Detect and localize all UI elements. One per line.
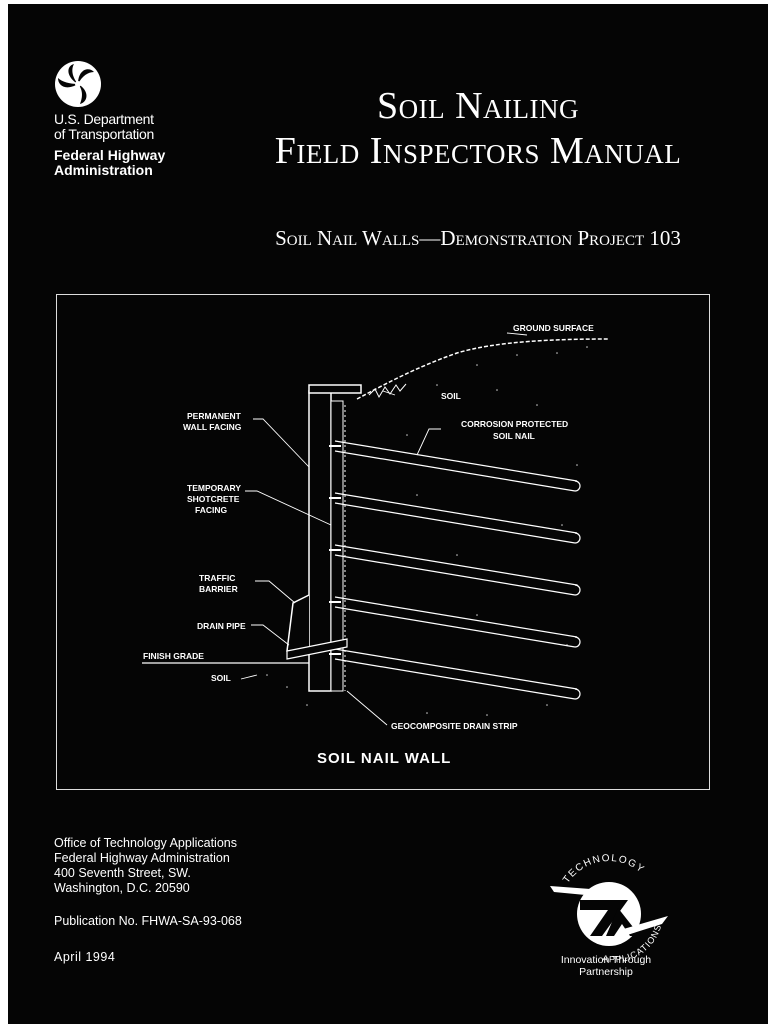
label-temporary-2: SHOTCRETE [187,494,240,504]
ta-letter-t [580,900,628,936]
label-ground-surface: GROUND SURFACE [513,323,594,333]
ta-tagline: Innovation Through Partnership [536,954,676,978]
label-soil-bottom: SOIL [211,673,231,683]
soil-nails [329,440,581,700]
office-line3: 400 Seventh Street, SW. [54,866,191,880]
soil-nail-wall-diagram: GROUND SURFACE SOIL CORROSION PROTECTED … [56,294,710,790]
soil-nail [329,596,581,648]
office-address: Office of Technology Applications Federa… [54,836,237,896]
ta-swoosh-left [550,886,604,896]
agency-line1: U.S. Department [54,111,154,127]
leader-lines [240,332,528,726]
ta-arc-top: TECHNOLOGY [561,853,647,886]
label-permanent-2: WALL FACING [183,422,242,432]
soil-nail [329,648,581,700]
publication-date: April 1994 [54,950,116,964]
page-title: Soil Nailing Field Inspectors Manual [218,84,738,174]
soil-stipple [266,346,588,716]
ground-rubble [368,383,407,399]
title-line2: Field Inspectors Manual [274,130,682,172]
dot-tri-swirl-icon [55,61,101,107]
agency-line4: Administration [54,162,153,178]
ground-surface-line [356,338,610,400]
office-line2: Federal Highway Administration [54,851,230,865]
technology-applications-logo: TECHNOLOGY APPLICATIONS [550,853,668,964]
page-subtitle: Soil Nail Walls—Demonstration Project 10… [275,226,681,250]
label-temporary-1: TEMPORARY [187,483,241,493]
office-line4: Washington, D.C. 20590 [54,881,190,895]
label-temporary-3: FACING [195,505,228,515]
office-line1: Office of Technology Applications [54,836,237,850]
label-permanent-1: PERMANENT [187,411,242,421]
label-drain-pipe: DRAIN PIPE [197,621,246,631]
soil-nail [329,440,581,492]
diagram-svg: GROUND SURFACE SOIL CORROSION PROTECTED … [142,323,610,767]
label-soil-top: SOIL [441,391,461,401]
agency-block: U.S. Department of Transportation Federa… [54,112,204,178]
publication-number: Publication No. FHWA-SA-93-068 [54,914,242,928]
label-traffic-2: BARRIER [199,584,238,594]
traffic-barrier [286,594,310,652]
agency-line2: of Transportation [54,126,154,142]
label-geocomposite: GEOCOMPOSITE DRAIN STRIP [391,721,518,731]
cover-page: U.S. Department of Transportation Federa… [8,4,768,1024]
label-corrosion-2: SOIL NAIL [493,431,535,441]
label-traffic-1: TRAFFIC [199,573,235,583]
label-corrosion-1: CORROSION PROTECTED [461,419,568,429]
label-finish-grade: FINISH GRADE [143,651,204,661]
drain-pipe [286,638,348,660]
title-line1: Soil Nailing [376,85,580,127]
wall-coping [308,384,362,394]
soil-nail [329,544,581,596]
tagline-line1: Innovation Through [560,954,652,966]
tagline-line2: Partnership [579,966,633,978]
diagram-caption: SOIL NAIL WALL [317,750,451,767]
ta-swoosh-right [620,916,668,936]
agency-line3: Federal Highway [54,147,166,163]
soil-nail [329,492,581,544]
